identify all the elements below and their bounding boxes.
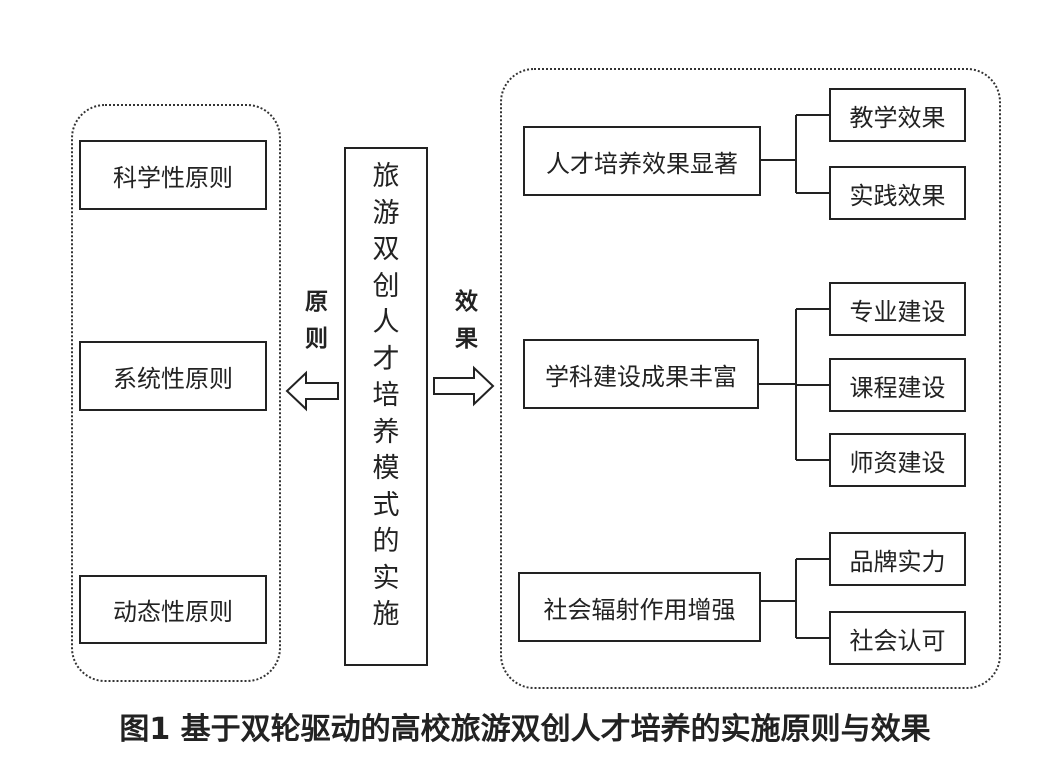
principle-box-dynamic: 动态性原则: [79, 575, 267, 644]
center-char: 创: [372, 270, 400, 302]
effect-item-label: 社会认可: [849, 626, 946, 655]
center-char: 的: [372, 526, 400, 557]
figure-caption: 图1 基于双轮驱动的高校旅游双创人才培养的实施原则与效果: [119, 712, 931, 747]
effect-category-social: 社会辐射作用增强: [518, 572, 761, 642]
effect-item-faculty: 师资建设: [829, 433, 966, 487]
effect-item-label: 课程建设: [849, 373, 946, 402]
effect-category-label: 人才培养效果显著: [546, 149, 738, 178]
left-arrow-icon: [285, 370, 339, 412]
effect-item-brand: 品牌实力: [829, 532, 966, 586]
center-char: 施: [372, 599, 400, 630]
effects-label-char: 果: [455, 326, 478, 352]
effect-item-label: 品牌实力: [849, 547, 946, 576]
effect-category-label: 学科建设成果丰富: [545, 362, 737, 391]
effect-item-major: 专业建设: [829, 282, 966, 336]
effects-group: [500, 68, 1001, 689]
effect-category-discipline: 学科建设成果丰富: [523, 339, 759, 409]
effect-item-practice: 实践效果: [829, 166, 966, 220]
effect-item-label: 教学效果: [849, 103, 946, 132]
center-char: 实: [372, 562, 400, 594]
center-char: 养: [372, 416, 400, 448]
principles-label-char: 原: [305, 289, 328, 315]
center-char: 人: [372, 307, 400, 338]
center-char: 式: [372, 489, 400, 521]
effect-item-recognition: 社会认可: [829, 611, 966, 665]
center-char: 旅: [372, 161, 400, 192]
center-char: 双: [372, 234, 400, 265]
principles-label: 原则: [305, 284, 328, 358]
center-char: 才: [372, 343, 400, 375]
effect-item-curriculum: 课程建设: [829, 358, 966, 412]
right-arrow-icon: [433, 365, 495, 407]
center-box: 旅游双创人才培养模式的实施: [344, 147, 428, 666]
effects-label: 效果: [455, 284, 478, 358]
effect-item-label: 专业建设: [849, 297, 946, 326]
principle-label: 动态性原则: [113, 598, 233, 626]
effect-item-label: 师资建设: [849, 448, 946, 477]
principle-label: 科学性原则: [113, 163, 233, 192]
principle-box-scientific: 科学性原则: [79, 140, 267, 210]
effect-category-label: 社会辐射作用增强: [543, 595, 736, 624]
center-char: 模: [372, 453, 400, 484]
effect-item-teaching: 教学效果: [829, 88, 966, 142]
effect-item-label: 实践效果: [849, 181, 946, 210]
principle-box-systematic: 系统性原则: [79, 341, 267, 411]
principles-group: [71, 104, 281, 682]
principle-label: 系统性原则: [113, 364, 233, 393]
principles-label-char: 则: [305, 326, 328, 352]
center-box-text: 旅游双创人才培养模式的实施: [346, 159, 426, 634]
effect-category-talent: 人才培养效果显著: [523, 126, 761, 196]
center-char: 培: [372, 380, 400, 411]
center-char: 游: [372, 197, 400, 229]
effects-label-char: 效: [455, 289, 478, 315]
